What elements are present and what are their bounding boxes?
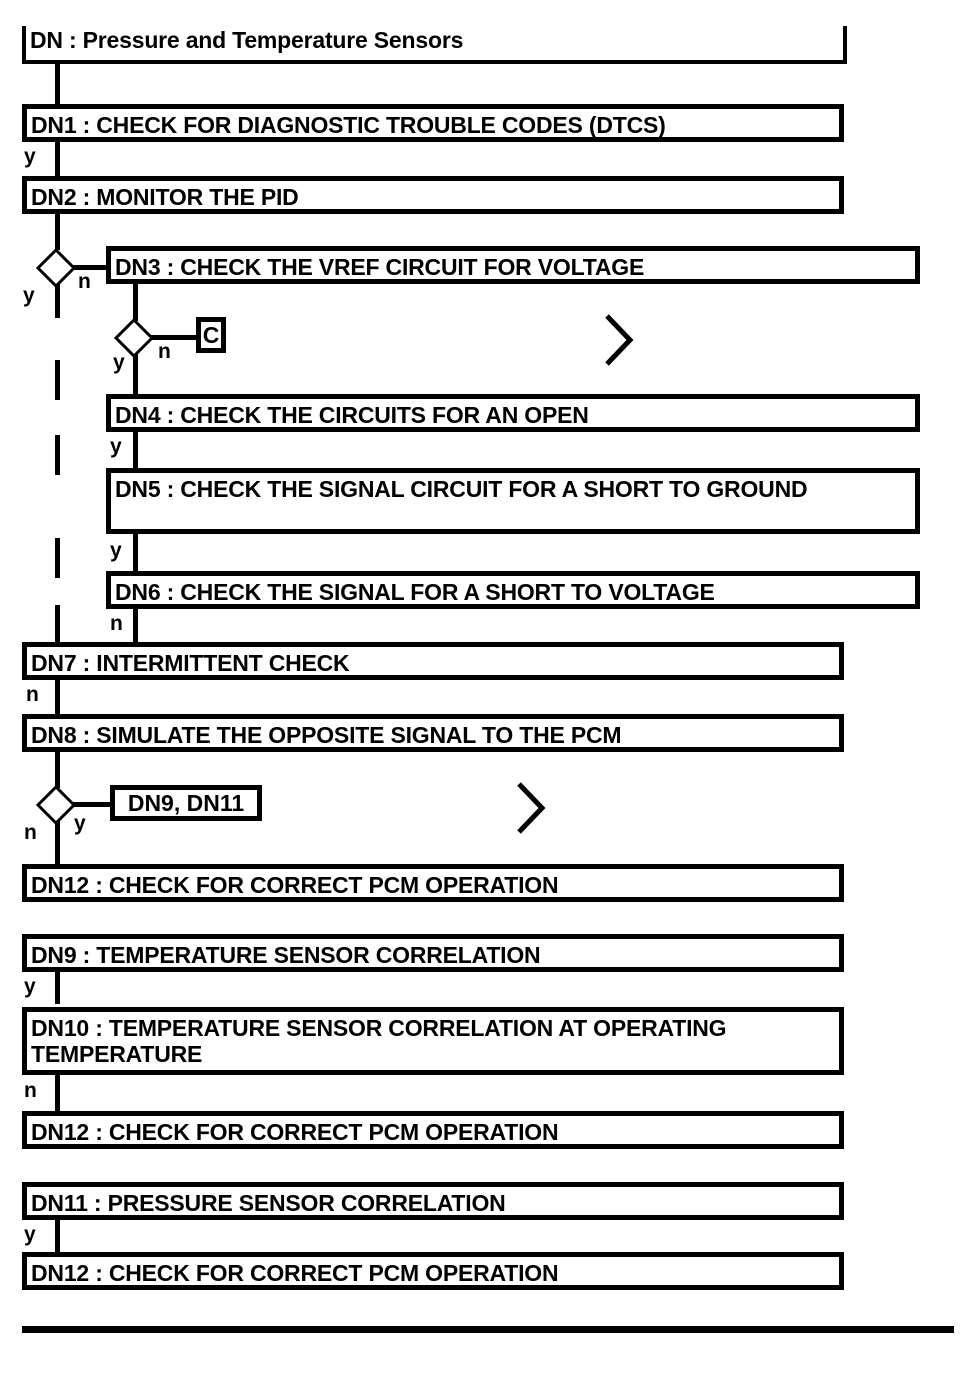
branch-label-dn11-yes: y: [24, 1223, 36, 1246]
node-dn9-label: DN9 : TEMPERATURE SENSOR CORRELATION: [31, 942, 541, 968]
chevron-right-icon-lower: [514, 780, 560, 836]
node-dn12-b[interactable]: DN12 : CHECK FOR CORRECT PCM OPERATION: [22, 1111, 844, 1149]
connector-ref-dn9-dn11-label: DN9, DN11: [127, 790, 245, 816]
node-dn12-c[interactable]: DN12 : CHECK FOR CORRECT PCM OPERATION: [22, 1252, 844, 1290]
edge-dn2-to-decision1: [55, 210, 60, 250]
connector-ref-dn9-dn11[interactable]: DN9, DN11: [110, 785, 262, 821]
edge-decision3-to-dn12a: [55, 820, 60, 866]
node-dn8[interactable]: DN8 : SIMULATE THE OPPOSITE SIGNAL TO TH…: [22, 714, 844, 752]
branch-label-dn1-yes: y: [24, 145, 36, 168]
decision-diamond-dn2[interactable]: [36, 248, 76, 288]
edge-dn7-to-dn8: [55, 676, 60, 716]
edge-decision1-yes-seg4: [55, 538, 60, 578]
branch-label-decision3-yes: y: [74, 812, 86, 835]
branch-label-dn6-no: n: [110, 612, 123, 635]
branch-label-dn7-no: n: [26, 683, 39, 706]
node-dn5-label: DN5 : CHECK THE SIGNAL CIRCUIT FOR A SHO…: [115, 476, 808, 502]
bottom-divider-rule: [22, 1326, 954, 1333]
branch-label-dn9-yes: y: [24, 975, 36, 998]
node-dn1[interactable]: DN1 : CHECK FOR DIAGNOSTIC TROUBLE CODES…: [22, 104, 844, 142]
edge-dn6-to-dn7: [133, 608, 138, 648]
node-dn2[interactable]: DN2 : MONITOR THE PID: [22, 176, 844, 214]
branch-label-dn4-yes: y: [110, 435, 122, 458]
branch-label-decision2-no: n: [158, 340, 171, 363]
node-dn6-label: DN6 : CHECK THE SIGNAL FOR A SHORT TO VO…: [115, 579, 715, 605]
edge-decision2-to-c: [150, 335, 198, 340]
edge-decision2-to-dn4: [133, 352, 138, 396]
branch-label-decision1-no: n: [78, 270, 91, 293]
node-dn8-label: DN8 : SIMULATE THE OPPOSITE SIGNAL TO TH…: [31, 722, 622, 748]
edge-dn10-to-dn12b: [55, 1075, 60, 1113]
node-dn3-label: DN3 : CHECK THE VREF CIRCUIT FOR VOLTAGE: [115, 254, 645, 280]
edge-dn5-to-dn6: [133, 533, 138, 573]
edge-title-to-dn1: [55, 62, 60, 107]
branch-label-decision3-no: n: [24, 821, 37, 844]
edge-dn4-to-dn5: [133, 430, 138, 470]
decision-diamond-dn8[interactable]: [36, 785, 76, 825]
decision-diamond-dn3[interactable]: [114, 318, 154, 358]
node-title[interactable]: DN : Pressure and Temperature Sensors: [22, 26, 847, 64]
node-dn7[interactable]: DN7 : INTERMITTENT CHECK: [22, 642, 844, 680]
node-dn12-c-label: DN12 : CHECK FOR CORRECT PCM OPERATION: [31, 1260, 559, 1286]
branch-label-dn5-yes: y: [110, 539, 122, 562]
node-dn2-label: DN2 : MONITOR THE PID: [31, 184, 299, 210]
node-dn9[interactable]: DN9 : TEMPERATURE SENSOR CORRELATION: [22, 934, 844, 972]
node-title-label: DN : Pressure and Temperature Sensors: [30, 27, 464, 53]
node-dn1-label: DN1 : CHECK FOR DIAGNOSTIC TROUBLE CODES…: [31, 112, 666, 138]
node-dn4[interactable]: DN4 : CHECK THE CIRCUITS FOR AN OPEN: [106, 394, 920, 432]
edge-dn3-to-decision2: [133, 283, 138, 321]
edge-decision1-yes-seg3: [55, 435, 60, 475]
edge-dn1-to-dn2: [55, 138, 60, 178]
node-dn10[interactable]: DN10 : TEMPERATURE SENSOR CORRELATION AT…: [22, 1007, 844, 1075]
edge-decision3-to-ref: [72, 802, 112, 807]
node-dn7-label: DN7 : INTERMITTENT CHECK: [31, 650, 350, 676]
node-dn11-label: DN11 : PRESSURE SENSOR CORRELATION: [31, 1190, 506, 1216]
branch-label-decision2-yes: y: [113, 351, 125, 374]
connector-ref-c[interactable]: C: [196, 317, 226, 353]
connector-ref-c-label: C: [202, 322, 220, 348]
node-dn12-b-label: DN12 : CHECK FOR CORRECT PCM OPERATION: [31, 1119, 559, 1145]
edge-dn8-to-decision3: [55, 750, 60, 788]
node-dn11[interactable]: DN11 : PRESSURE SENSOR CORRELATION: [22, 1182, 844, 1220]
node-dn10-label: DN10 : TEMPERATURE SENSOR CORRELATION AT…: [31, 1015, 727, 1067]
edge-decision1-yes-seg2: [55, 360, 60, 400]
branch-label-decision1-yes: y: [23, 284, 35, 307]
node-dn6[interactable]: DN6 : CHECK THE SIGNAL FOR A SHORT TO VO…: [106, 571, 920, 609]
node-dn5[interactable]: DN5 : CHECK THE SIGNAL CIRCUIT FOR A SHO…: [106, 468, 920, 534]
edge-decision1-to-dn3: [72, 265, 112, 270]
chevron-right-icon-upper: [602, 312, 648, 368]
edge-dn11-to-dn12c: [55, 1216, 60, 1254]
node-dn4-label: DN4 : CHECK THE CIRCUITS FOR AN OPEN: [115, 402, 589, 428]
edge-dn9-to-dn10: [55, 968, 60, 1004]
branch-label-dn10-no: n: [24, 1079, 37, 1102]
node-dn3[interactable]: DN3 : CHECK THE VREF CIRCUIT FOR VOLTAGE: [106, 246, 920, 284]
edge-decision1-yes-seg1: [55, 283, 60, 318]
node-dn12-a-label: DN12 : CHECK FOR CORRECT PCM OPERATION: [31, 872, 559, 898]
edge-decision1-yes-seg5: [55, 605, 60, 645]
node-dn12-a[interactable]: DN12 : CHECK FOR CORRECT PCM OPERATION: [22, 864, 844, 902]
